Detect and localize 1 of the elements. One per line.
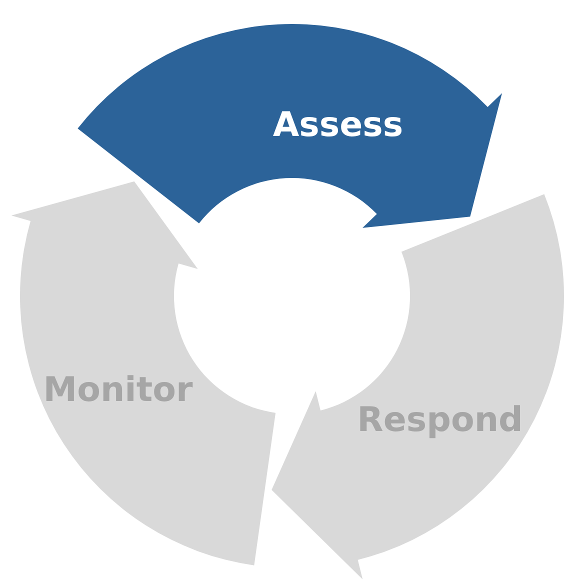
segment-label: Assess <box>272 105 404 145</box>
